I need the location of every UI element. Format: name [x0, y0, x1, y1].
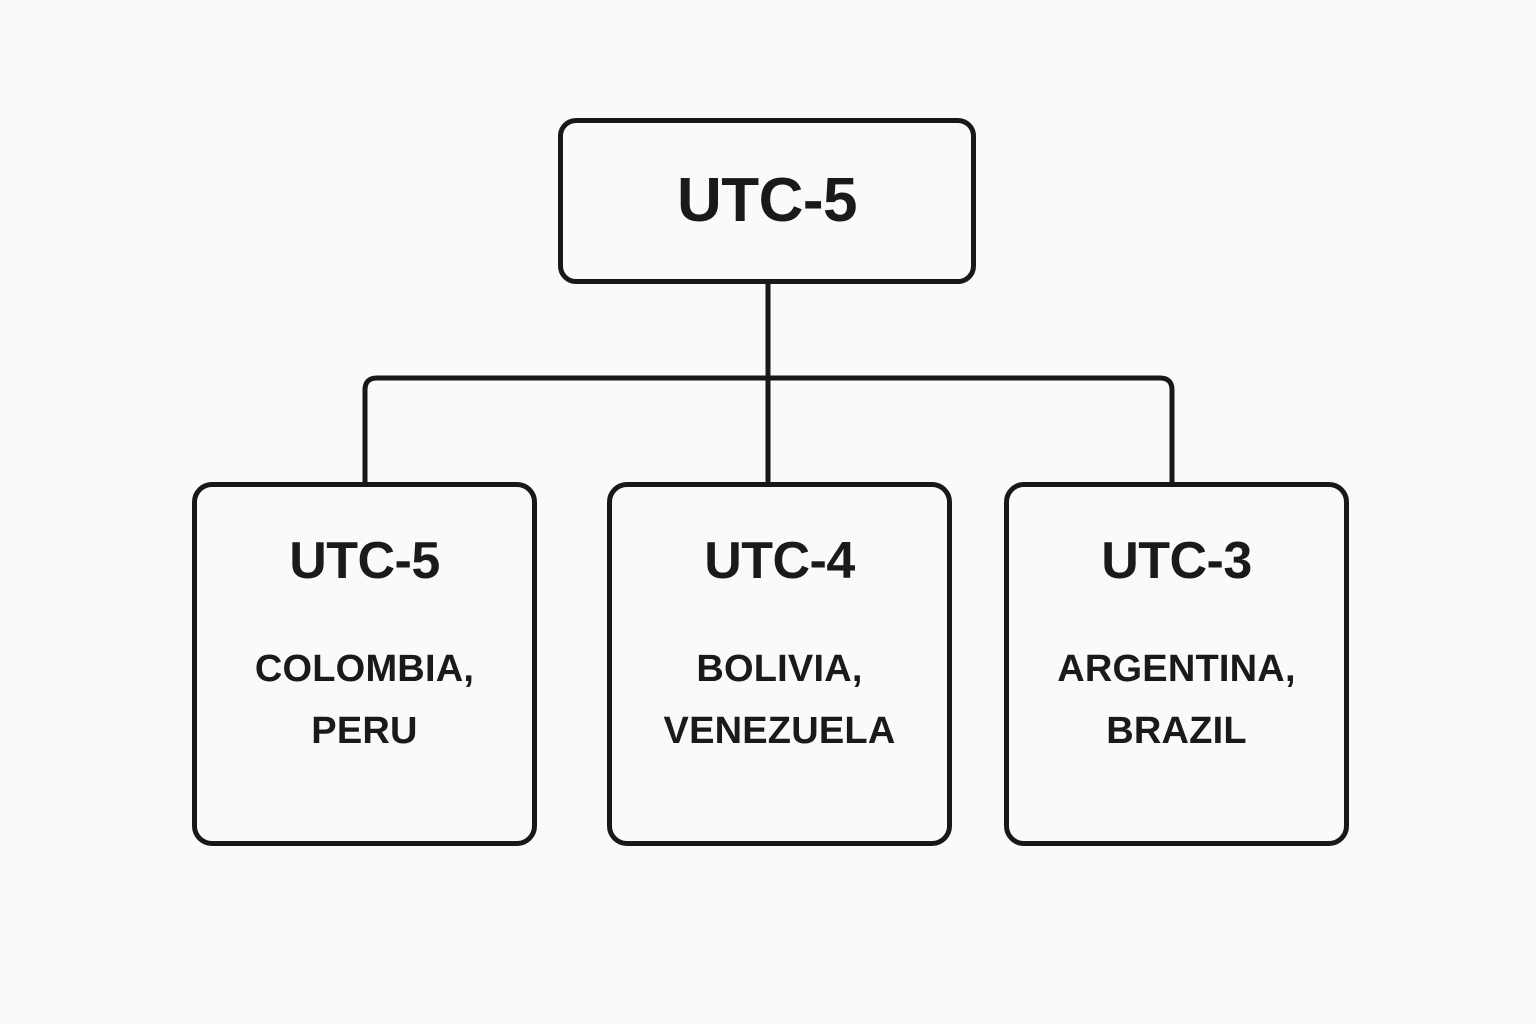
node-child-utc-3[interactable]: UTC-3 ARGENTINA, BRAZIL [1004, 482, 1349, 846]
child-node-countries: ARGENTINA, BRAZIL [1057, 648, 1296, 752]
child-node-label: UTC-4 [704, 532, 855, 590]
child-node-countries: COLOMBIA, PERU [254, 648, 475, 752]
connector-bus-left [362, 375, 768, 482]
connector-bus-right [768, 375, 1175, 482]
child-node-label: UTC-5 [289, 532, 440, 590]
node-child-utc-5[interactable]: UTC-5 COLOMBIA, PERU [192, 482, 537, 846]
child-node-countries: BOLIVIA, VENEZUELA [663, 648, 896, 752]
child-node-label: UTC-3 [1101, 532, 1252, 590]
node-child-utc-4[interactable]: UTC-4 BOLIVIA, VENEZUELA [607, 482, 952, 846]
node-root-utc-5[interactable]: UTC-5 [558, 118, 976, 284]
root-node-label: UTC-5 [676, 166, 858, 235]
